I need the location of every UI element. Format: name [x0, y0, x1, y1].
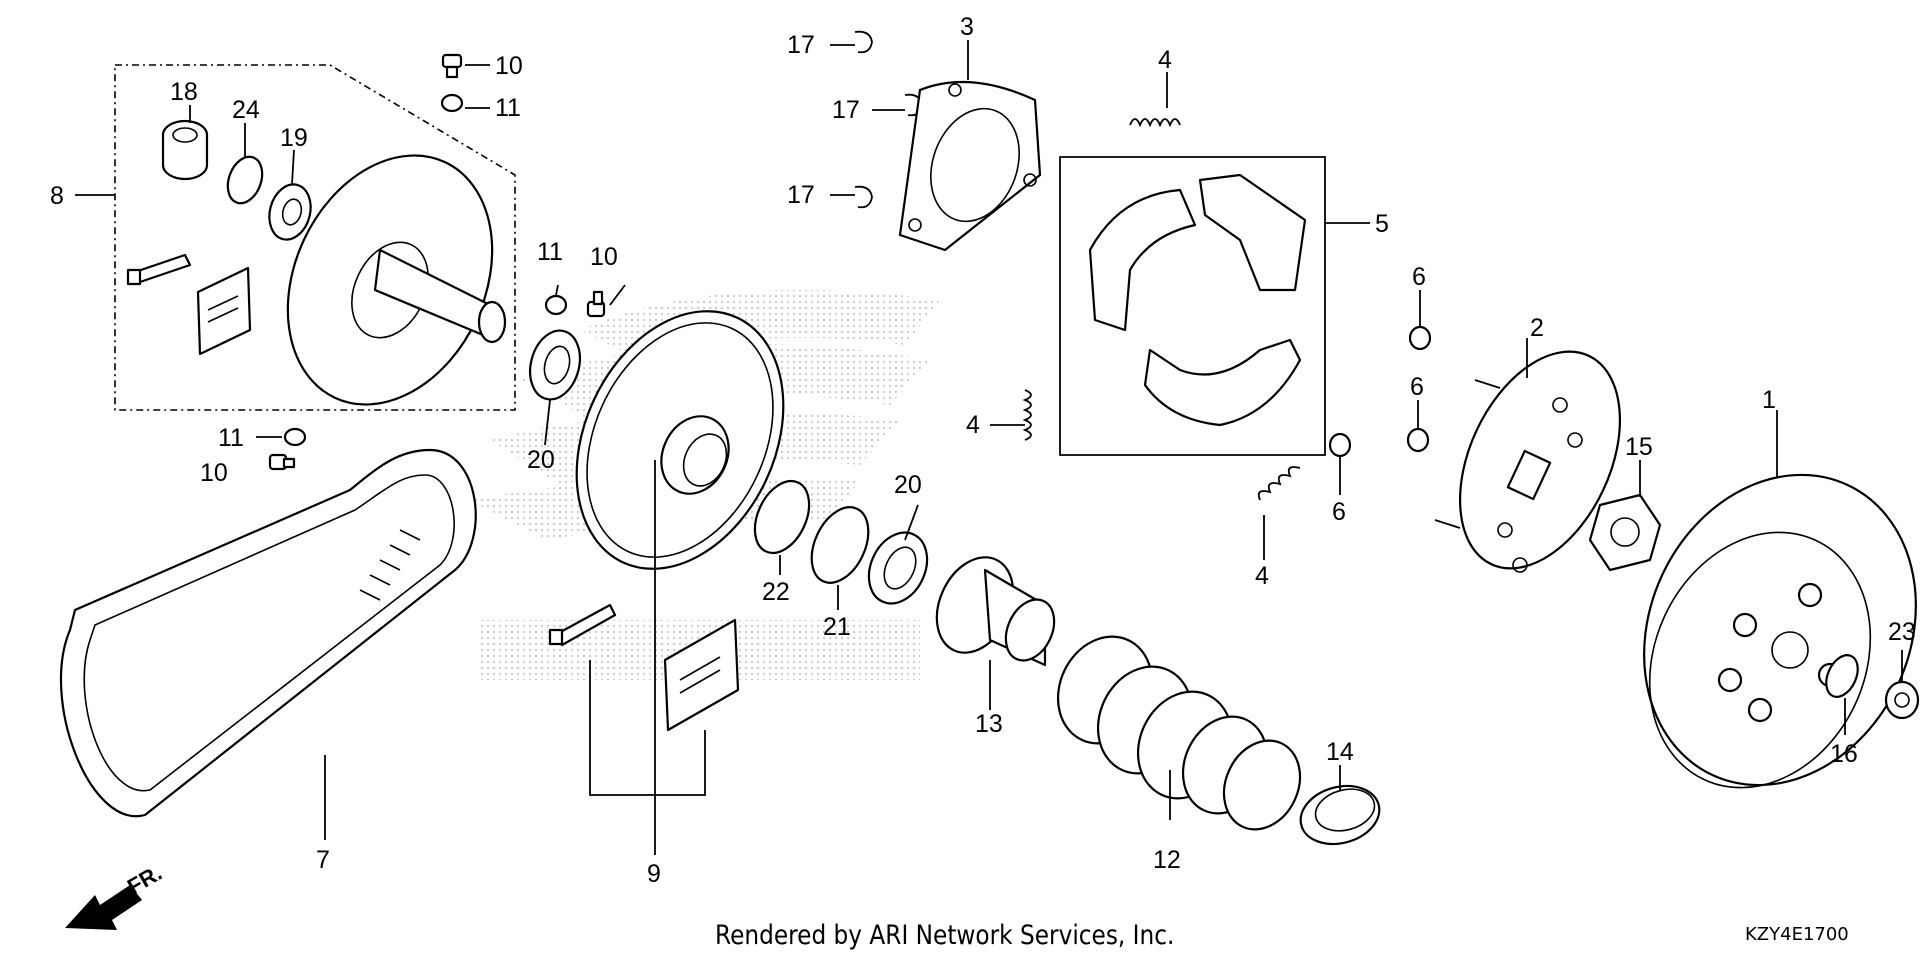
drive-face — [286, 154, 507, 406]
callout-6-a: 6 — [1412, 263, 1426, 291]
callout-11-low: 11 — [218, 424, 244, 452]
callout-4-right: 4 — [1255, 562, 1269, 590]
callout-8: 8 — [50, 182, 64, 210]
callout-9: 9 — [647, 860, 661, 888]
callout-19: 19 — [280, 124, 308, 152]
callout-17-b: 17 — [832, 96, 860, 124]
callout-18: 18 — [170, 78, 198, 106]
callout-7: 7 — [316, 846, 330, 874]
part-10-bolt-mid — [586, 290, 606, 318]
leader-lines — [75, 40, 1903, 855]
part-11-collar-low — [283, 427, 307, 447]
part-10-bolt-top — [441, 53, 463, 79]
callout-12: 12 — [1153, 846, 1181, 874]
bracket-9 — [589, 660, 706, 796]
direction-arrow-icon: FR. — [65, 860, 166, 930]
callout-15: 15 — [1625, 433, 1653, 461]
callout-23: 23 — [1888, 618, 1916, 646]
part-19-bearing — [268, 183, 312, 241]
diagram-code: KZY4E1700 — [1745, 924, 1849, 945]
part-24-circlip — [226, 155, 264, 205]
part-4-spring-left — [1022, 389, 1032, 441]
callout-24: 24 — [232, 96, 260, 124]
callout-1: 1 — [1762, 386, 1776, 414]
callout-labels: 1 2 3 4 4 4 5 6 6 6 7 8 9 10 10 10 11 11… — [50, 13, 1916, 888]
part-13-seal-collar — [935, 556, 1056, 667]
part-12-driven-face-spring — [1056, 635, 1302, 831]
part-5-clutch-shoes — [1088, 173, 1307, 427]
callout-14: 14 — [1326, 738, 1354, 766]
callout-20-upper: 20 — [527, 446, 555, 474]
callout-10-mid: 10 — [590, 243, 618, 271]
part-2-drive-plate — [1434, 350, 1622, 573]
part-9-driven-face — [575, 310, 785, 570]
callout-4-left: 4 — [966, 411, 980, 439]
part-11-collar-top — [440, 93, 464, 113]
callout-13: 13 — [975, 710, 1003, 738]
label-card-9 — [663, 618, 740, 732]
callout-2: 2 — [1530, 314, 1544, 342]
callout-11-top: 11 — [495, 94, 521, 122]
credit-text: Rendered by ARI Network Services, Inc. — [715, 920, 1175, 951]
part-15-nut — [1588, 493, 1662, 572]
callout-17-c: 17 — [787, 181, 815, 209]
callout-20-lower: 20 — [894, 471, 922, 499]
part-7-drive-belt — [60, 448, 477, 818]
part-4-spring-right — [1257, 466, 1301, 501]
assembly-box-8 — [114, 64, 516, 411]
part-23-nut — [1884, 680, 1920, 720]
callout-6-c: 6 — [1332, 498, 1346, 526]
callout-11-mid: 11 — [537, 238, 563, 266]
callout-3: 3 — [960, 13, 974, 41]
part-21-o-ring — [810, 506, 870, 584]
part-14-collar — [1299, 784, 1381, 846]
part-6-collar-c — [1328, 432, 1352, 458]
callout-10-low: 10 — [200, 459, 228, 487]
callout-17-a: 17 — [787, 31, 815, 59]
grease-tube-8 — [126, 253, 192, 286]
assembly-box-5 — [1059, 156, 1326, 456]
part-6-collar-b — [1406, 427, 1430, 453]
label-card-8 — [196, 266, 252, 356]
callout-6-b: 6 — [1410, 373, 1424, 401]
part-17-clip-c — [854, 185, 873, 209]
part-6-collar-a — [1408, 325, 1432, 351]
part-20-oil-seal-upper — [529, 329, 581, 401]
part-11-collar-mid — [544, 294, 568, 316]
part-1-clutch-outer — [1643, 473, 1917, 789]
part-4-spring-top — [1129, 118, 1181, 128]
grease-tube-9 — [548, 603, 617, 647]
callout-16: 16 — [1830, 740, 1858, 768]
part-20-oil-seal-lower — [867, 531, 929, 605]
callout-5: 5 — [1375, 210, 1389, 238]
part-22-o-ring — [753, 479, 811, 555]
callout-21: 21 — [823, 613, 851, 641]
part-3-clutch-plate — [898, 80, 1042, 252]
part-16-washer — [1825, 654, 1859, 698]
part-17-clip-a — [854, 30, 873, 54]
callout-10-top: 10 — [495, 52, 523, 80]
callout-22: 22 — [762, 578, 790, 606]
callout-4-top: 4 — [1158, 46, 1172, 74]
part-18-needle-bearing — [161, 119, 209, 181]
part-10-bolt-low — [268, 453, 296, 471]
